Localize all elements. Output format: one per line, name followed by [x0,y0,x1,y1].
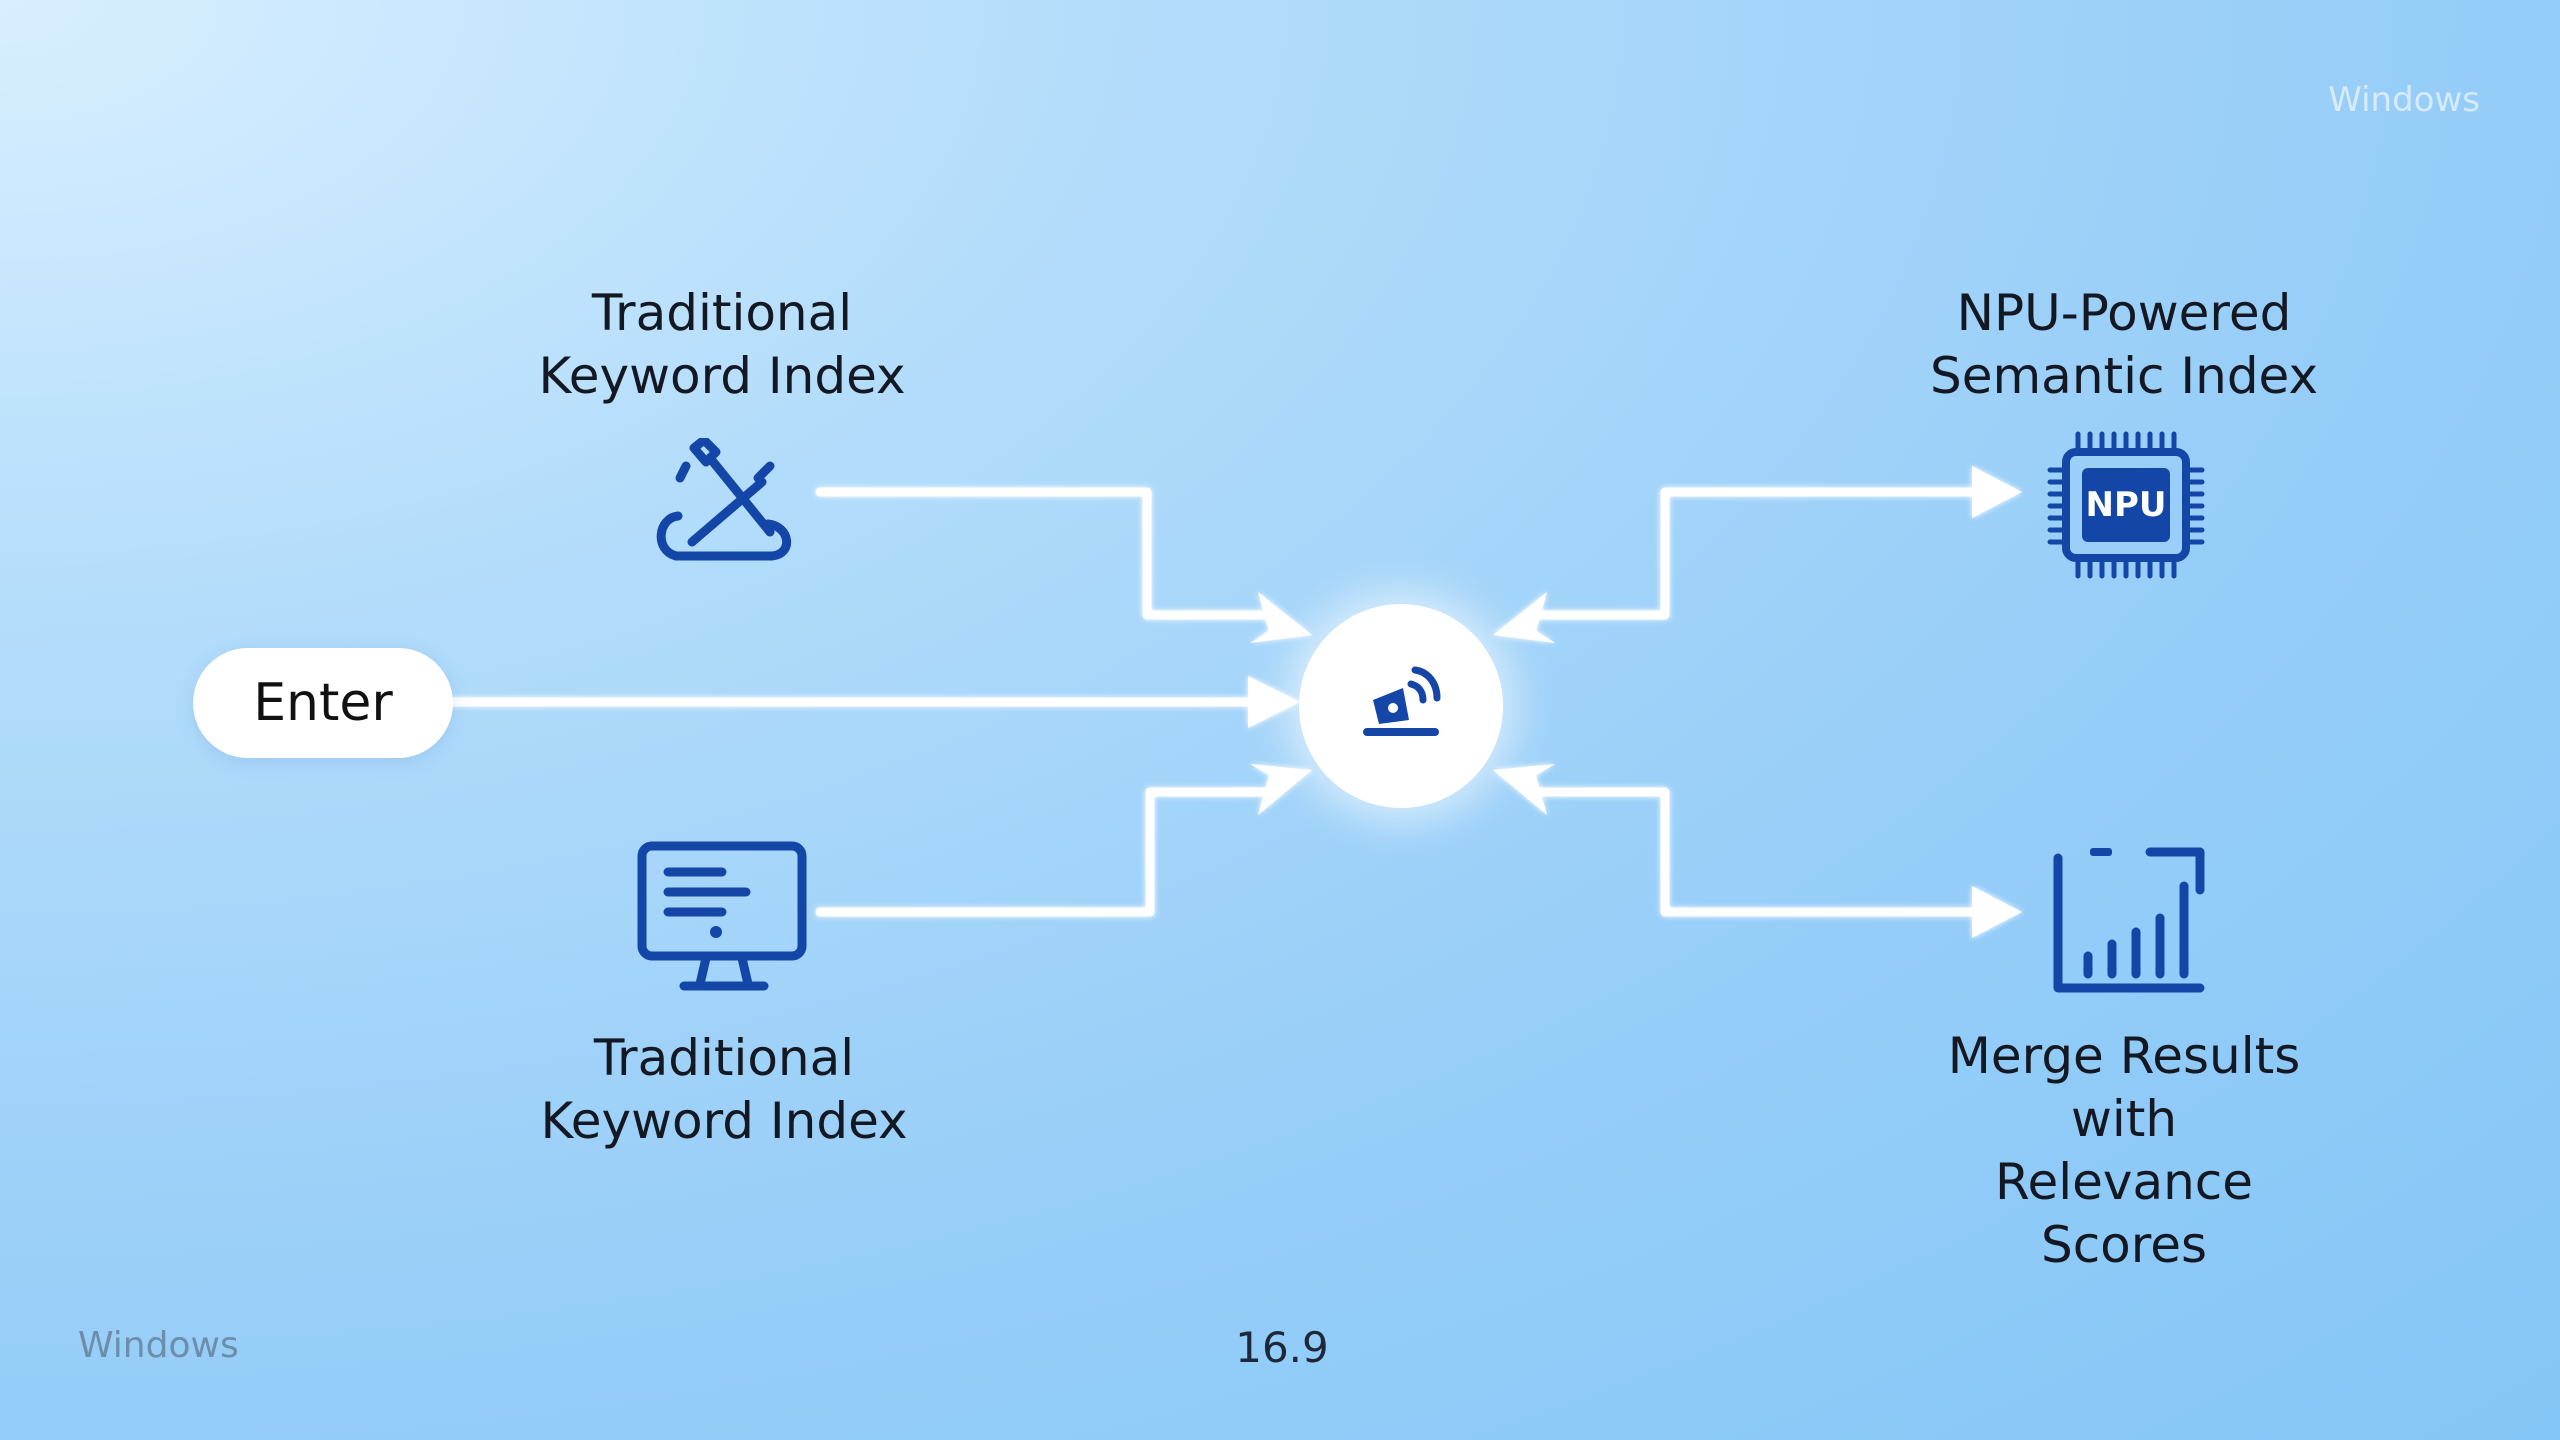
arrowhead-hub-from-top-right-b [1493,630,1555,643]
npu-chip-icon: NPU [2046,430,2206,580]
arrowhead-hub-from-top-right [1493,592,1547,635]
arrowhead-top-left-b [1250,630,1312,643]
enter-input-node[interactable]: Enter [193,648,453,758]
arrowhead-hub-from-bottom-right-b [1493,764,1555,776]
label-bottom-right: Merge Results with Relevance Scores [1947,1027,2301,1274]
search-broadcast-icon [1363,666,1441,736]
connector-top-right [1525,487,1990,620]
arrowhead-bottom-right [1972,886,2022,938]
footer-brand: Windows [78,1325,239,1366]
label-top-left: Traditional Keyword Index [538,284,906,405]
arrowhead-hub-from-bottom-right [1493,770,1547,815]
label-top-right: NPU-Powered Semantic Index [1929,284,2319,405]
bar-chart-icon [2053,847,2205,993]
arrowhead-bottom-left-b [1250,764,1312,776]
connector-top-left [815,487,1273,620]
search-hub[interactable] [1299,604,1503,808]
arrowhead-enter [1248,676,1300,728]
npu-chip-label: NPU [2085,485,2167,525]
connector-bottom-left [815,787,1273,917]
label-bottom-left: Traditional Keyword Index [540,1029,908,1150]
arrowhead-top-right [1972,466,2022,518]
tools-cloud-icon [656,438,792,561]
connector-bottom-right [1525,787,1990,917]
footer-page-indicator: 16.9 [1235,1323,1329,1372]
monitor-document-icon [637,841,807,991]
watermark: Windows [2328,80,2480,120]
arrowhead-top-left [1258,592,1312,635]
arrowhead-bottom-left [1258,770,1312,815]
